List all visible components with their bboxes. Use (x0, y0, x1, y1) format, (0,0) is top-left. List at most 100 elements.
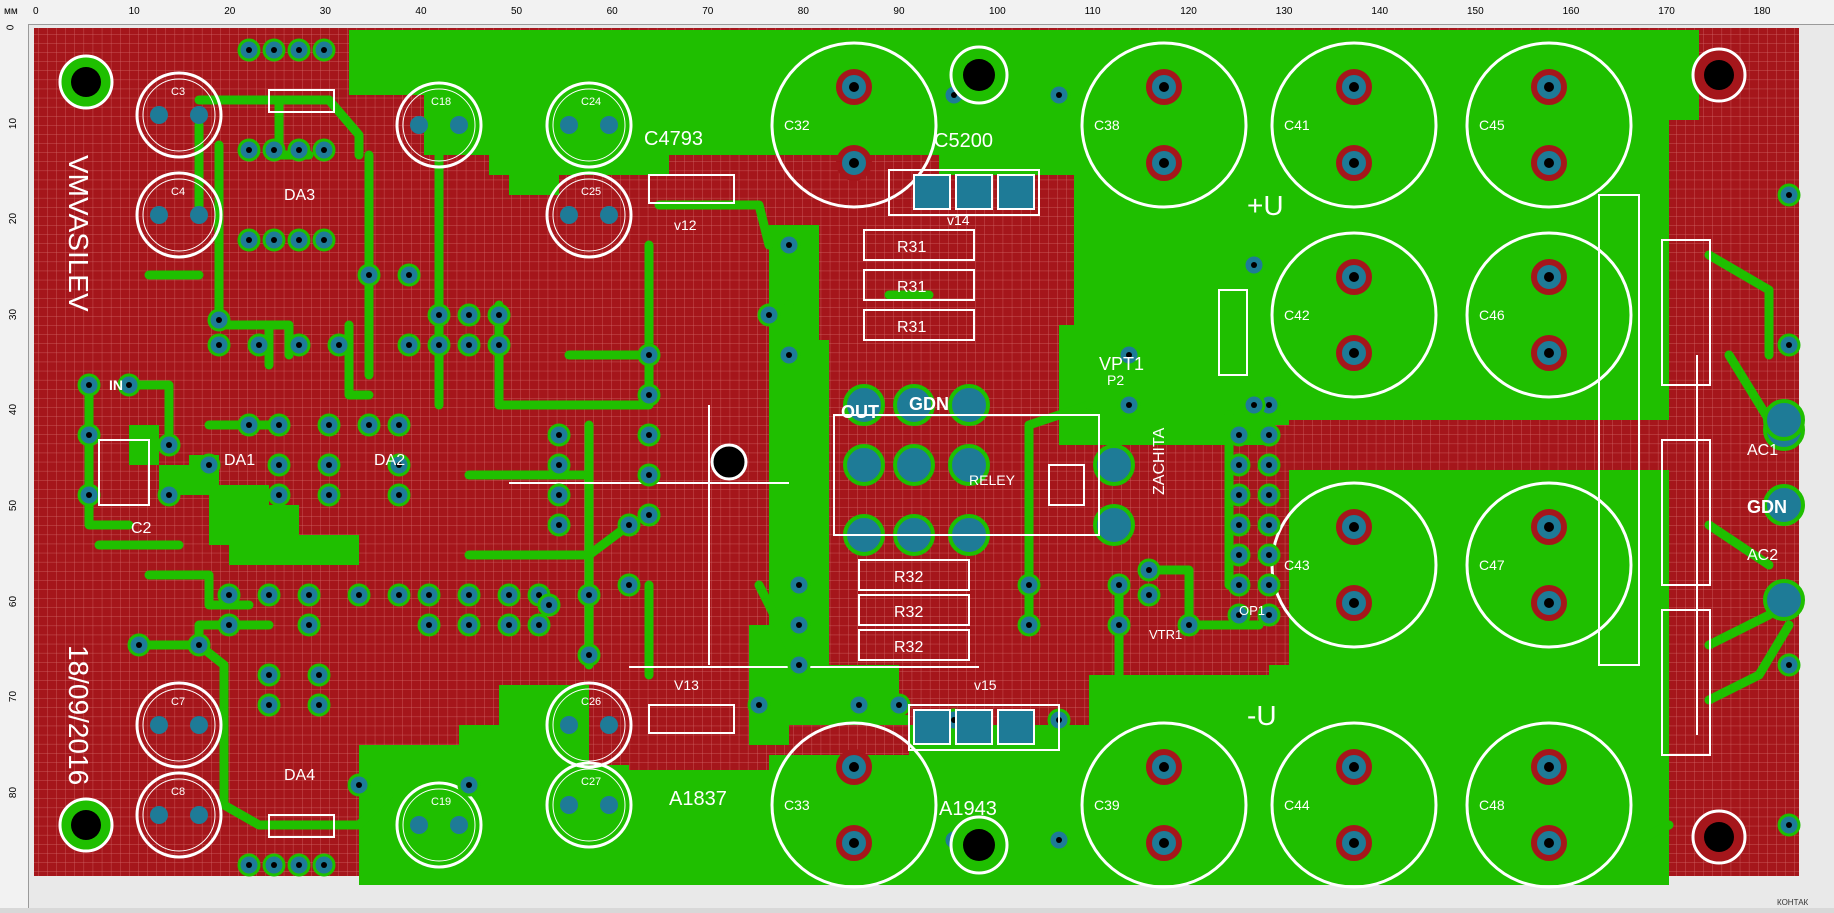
ruler-top-tick: 60 (606, 6, 618, 17)
pad-hole (1266, 402, 1272, 408)
label-zachita: ZACHITA (1151, 427, 1168, 495)
cap-pad-hole (1159, 838, 1169, 848)
power-transistors (648, 169, 1711, 756)
silk-labels: VMVASILEV 18/09/2016 +U -U IN OUT GDN GD… (63, 128, 1809, 907)
cap-pad-hole (849, 762, 859, 772)
rail-pos-label: +U (1247, 190, 1284, 221)
big-cap-label: C47 (1479, 557, 1505, 573)
label-v14: v14 (947, 212, 970, 228)
pad-hole (1786, 662, 1792, 668)
big-cap-outline (1270, 231, 1438, 399)
pad-hole (1266, 492, 1272, 498)
pad-hole (1251, 402, 1257, 408)
ruler-left-tick: 70 (8, 691, 20, 703)
ruler-top-tick: 40 (415, 6, 427, 17)
pad-hole (296, 342, 302, 348)
big-cap-outline (1080, 41, 1248, 209)
small-cap-inner (402, 88, 476, 162)
pad-hole (1146, 567, 1152, 573)
label-r31-a: R31 (897, 239, 926, 256)
cap-pad (190, 806, 208, 824)
pad-hole (216, 317, 222, 323)
large-pad (1093, 504, 1135, 546)
pad-hole (1126, 352, 1132, 358)
big-cap-outline (1270, 41, 1438, 209)
pad-hole (1236, 612, 1242, 618)
cap-pad (150, 206, 168, 224)
pad-hole (246, 237, 252, 243)
pad-hole (256, 342, 262, 348)
small-cap-label: C27 (581, 776, 601, 788)
pad-hole (1266, 522, 1272, 528)
power-resistors (98, 89, 1640, 838)
cap-pad-hole (1159, 158, 1169, 168)
cap-pad (600, 716, 618, 734)
pad-hole (1266, 582, 1272, 588)
big-cap-label: C32 (784, 117, 810, 133)
ruler-top-tick: 90 (893, 6, 905, 17)
label-da4: DA4 (284, 767, 315, 784)
pad-hole (306, 592, 312, 598)
label-op1: OP1 (1239, 603, 1265, 618)
cap-pad-hole (849, 82, 859, 92)
label-vpt1: VPT1 (1099, 354, 1144, 374)
pad-hole (1236, 522, 1242, 528)
small-cap-label: C8 (171, 786, 185, 798)
pad-hole (1786, 822, 1792, 828)
pad-hole (166, 492, 172, 498)
pad-hole (321, 237, 327, 243)
pad-hole (536, 622, 542, 628)
pad-hole (1236, 552, 1242, 558)
pad-hole (406, 342, 412, 348)
pad-hole (396, 422, 402, 428)
ruler-top-tick: 70 (702, 6, 714, 17)
cap-pad-hole (849, 838, 859, 848)
label-vtr1: VTR1 (1149, 627, 1182, 642)
pad-hole (1251, 262, 1257, 268)
label-a1837: A1837 (669, 788, 727, 810)
small-cap-outline (135, 771, 223, 859)
pad-hole (296, 862, 302, 868)
cap-pad (560, 716, 578, 734)
pad-hole (1236, 462, 1242, 468)
cap-pad-hole (1544, 522, 1554, 532)
small-cap-inner (402, 788, 476, 862)
cap-pad (600, 206, 618, 224)
label-c4793: C4793 (644, 128, 703, 150)
small-cap-inner (142, 688, 216, 762)
pad-hole (316, 672, 322, 678)
pad-hole (546, 602, 552, 608)
pad-hole (1146, 592, 1152, 598)
label-da2: DA2 (374, 452, 405, 469)
small-cap-outline (545, 171, 633, 259)
small-cap-outline (135, 681, 223, 769)
pad-hole (296, 47, 302, 53)
pad-hole (321, 147, 327, 153)
big-cap-label: C38 (1094, 117, 1120, 133)
pad-hole (356, 592, 362, 598)
label-ac1: AC1 (1747, 442, 1778, 459)
big-cap-outline (770, 41, 938, 209)
pad-hole (276, 462, 282, 468)
small-cap-label: C24 (581, 96, 601, 108)
ruler-top-tick: 170 (1658, 6, 1675, 17)
small-cap-label: C4 (171, 186, 185, 198)
pad-hole (1056, 92, 1062, 98)
pad-hole (396, 492, 402, 498)
pad-hole (166, 442, 172, 448)
big-cap-label: C43 (1284, 557, 1310, 573)
pad-hole (536, 592, 542, 598)
pad-hole (1126, 402, 1132, 408)
pad-hole (1236, 582, 1242, 588)
cap-pad-hole (1349, 598, 1359, 608)
label-r31-b: R31 (897, 279, 926, 296)
large-pad (1763, 399, 1805, 441)
pad-hole (271, 147, 277, 153)
label-r31-c: R31 (897, 319, 926, 336)
pad-hole (271, 47, 277, 53)
small-cap-inner (142, 778, 216, 852)
cap-pad-hole (1544, 598, 1554, 608)
